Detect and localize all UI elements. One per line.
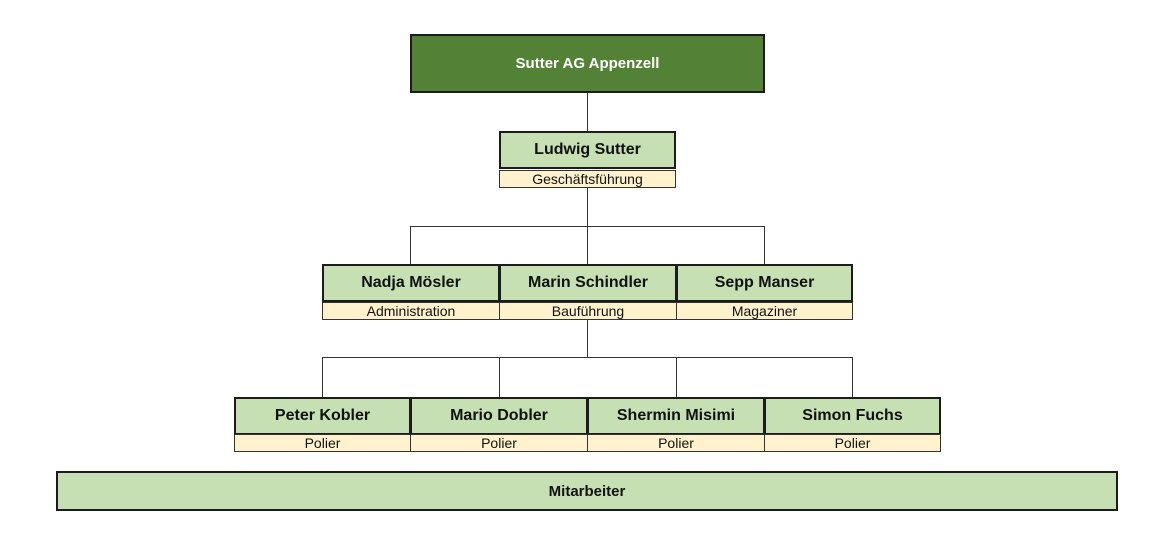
connector-to-peter — [322, 357, 323, 397]
head-role-magaziner: Magaziner — [676, 302, 853, 320]
head-name-sepp: Sepp Manser — [676, 264, 853, 302]
staff-box: Mitarbeiter — [56, 471, 1118, 511]
head-role-administration: Administration — [322, 302, 500, 320]
foreman-name-mario: Mario Dobler — [410, 397, 588, 435]
management-role-box: Geschäftsführung — [499, 170, 676, 188]
foreman-role-mario: Polier — [410, 434, 588, 452]
connector-to-shermin — [676, 357, 677, 397]
foreman-role-simon: Polier — [764, 434, 941, 452]
head-name-nadja: Nadja Mösler — [322, 264, 500, 302]
management-name-box: Ludwig Sutter — [499, 131, 676, 169]
connector-to-sepp — [764, 226, 765, 264]
connector-management-down — [587, 188, 588, 226]
connector-to-simon — [852, 357, 853, 397]
foreman-name-simon: Simon Fuchs — [764, 397, 941, 435]
foreman-role-peter: Polier — [234, 434, 411, 452]
company-box: Sutter AG Appenzell — [410, 34, 765, 93]
connector-bauleitung-down — [587, 320, 588, 357]
foreman-name-shermin: Shermin Misimi — [587, 397, 765, 435]
connector-to-mario — [499, 357, 500, 397]
connector-foremen-bus — [322, 357, 853, 358]
connector-to-nadja — [410, 226, 411, 264]
foreman-role-shermin: Polier — [587, 434, 765, 452]
connector-to-marin — [587, 226, 588, 264]
head-name-marin: Marin Schindler — [499, 264, 677, 302]
foreman-name-peter: Peter Kobler — [234, 397, 411, 435]
connector-company-to-management — [587, 93, 588, 131]
head-role-baufuehrung: Bauführung — [499, 302, 677, 320]
